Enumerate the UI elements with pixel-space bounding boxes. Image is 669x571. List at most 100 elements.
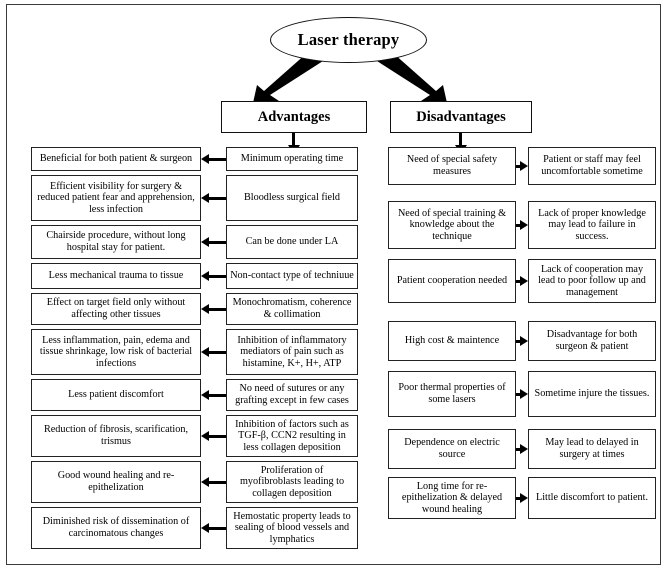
disadvantage-connector-arrowhead <box>520 219 528 230</box>
box-label: Hemostatic property leads to sealing of … <box>233 510 351 545</box>
box-label: High cost & maintence <box>404 335 500 347</box>
box-label: Monochromatism, coherence & collimation <box>232 297 352 320</box>
advantage-cause-box: Monochromatism, coherence & collimation <box>226 293 358 325</box>
box-label: Dependence on electric source <box>404 437 500 460</box>
disadvantage-connector-line <box>516 279 520 283</box>
box-label: Effect on target field only without affe… <box>46 297 186 320</box>
box-label: Sometime injure the tissues. <box>534 388 650 400</box>
disadvantage-effect-box: Lack of proper knowledge may lead to fai… <box>528 201 656 249</box>
box-label: No need of sutures or any grafting excep… <box>235 383 349 406</box>
advantage-effect-box: Beneficial for both patient & surgeon <box>31 147 201 171</box>
advantage-cause-box: Proliferation of myofibroblasts leading … <box>226 461 358 503</box>
advantage-cause-box: Hemostatic property leads to sealing of … <box>226 507 358 549</box>
box-label: Diminished risk of dissemination of carc… <box>42 516 190 539</box>
box-label: Little discomfort to patient. <box>535 492 649 504</box>
disadvantage-cause-box: Long time for re-epithelization & delaye… <box>388 477 516 519</box>
box-label: Lack of cooperation may lead to poor fol… <box>538 263 646 298</box>
disadvantage-effect-box: Lack of cooperation may lead to poor fol… <box>528 259 656 303</box>
header-advantages: Advantages <box>221 101 367 133</box>
branch-arrows <box>253 53 447 103</box>
box-label: Less inflammation, pain, edema and tissu… <box>39 334 193 369</box>
disadvantage-connector-line <box>516 164 520 168</box>
advantage-connector-line <box>209 240 226 244</box>
advantage-cause-box: Bloodless surgical field <box>226 175 358 221</box>
advantage-effect-box: Chairside procedure, without long hospit… <box>31 225 201 259</box>
diagram-frame: Laser therapy Advantages Disadvantages B… <box>6 4 661 565</box>
disadvantage-effect-box: Sometime injure the tissues. <box>528 371 656 417</box>
disadvantage-cause-box: High cost & maintence <box>388 321 516 361</box>
disadvantage-connector-line <box>516 392 520 396</box>
disadvantage-connector-line <box>516 447 520 451</box>
header-disadvantages: Disadvantages <box>390 101 532 133</box>
disadvantage-cause-box: Poor thermal properties of some lasers <box>388 371 516 417</box>
advantage-connector-line <box>209 393 226 397</box>
connector-advantages-down <box>292 133 295 147</box>
advantage-cause-box: No need of sutures or any grafting excep… <box>226 379 358 411</box>
disadvantage-connector-arrowhead <box>520 335 528 346</box>
box-label: Less patient discomfort <box>68 389 164 401</box>
advantage-connector-arrowhead <box>201 476 209 487</box>
advantage-cause-box: Minimum operating time <box>226 147 358 171</box>
advantage-connector-line <box>209 434 226 438</box>
disadvantage-connector-line <box>516 339 520 343</box>
advantage-effect-box: Good wound healing and re-epithelization <box>31 461 201 503</box>
advantage-effect-box: Less inflammation, pain, edema and tissu… <box>31 329 201 375</box>
box-label: Lack of proper knowledge may lead to fai… <box>538 207 646 242</box>
advantage-effect-box: Effect on target field only without affe… <box>31 293 201 325</box>
root-node-laser-therapy: Laser therapy <box>270 17 427 63</box>
advantage-cause-box: Can be done under LA <box>226 225 358 259</box>
advantage-connector-arrowhead <box>201 236 209 247</box>
advantage-connector-line <box>209 350 226 354</box>
box-label: Poor thermal properties of some lasers <box>398 382 506 405</box>
box-label: Patient cooperation needed <box>396 275 508 287</box>
advantage-cause-box: Inhibition of inflammatory mediators of … <box>226 329 358 375</box>
disadvantage-cause-box: Need of special training & knowledge abo… <box>388 201 516 249</box>
disadvantage-effect-box: May lead to delayed in surgery at times <box>528 429 656 469</box>
box-label: Need of special training & knowledge abo… <box>397 207 507 242</box>
box-label: Inhibition of inflammatory mediators of … <box>237 334 347 369</box>
box-label: Need of special safety measures <box>406 154 498 177</box>
advantage-cause-box: Non-contact type of techniuue <box>226 263 358 289</box>
advantage-connector-arrowhead <box>201 346 209 357</box>
advantage-connector-arrowhead <box>201 389 209 400</box>
advantage-effect-box: Efficient visibility for surgery & reduc… <box>31 175 201 221</box>
box-label: Can be done under LA <box>245 236 339 248</box>
advantage-connector-line <box>209 307 226 311</box>
disadvantage-connector-arrowhead <box>520 388 528 399</box>
disadvantage-connector-arrowhead <box>520 160 528 171</box>
box-label: Good wound healing and re-epithelization <box>57 470 175 493</box>
box-label: Bloodless surgical field <box>243 192 340 204</box>
disadvantage-connector-arrowhead <box>520 443 528 454</box>
advantage-connector-arrowhead <box>201 153 209 164</box>
advantage-effect-box: Less mechanical trauma to tissue <box>31 263 201 289</box>
advantage-cause-box: Inhibition of factors such as TGF-β, CCN… <box>226 415 358 457</box>
box-label: Proliferation of myofibroblasts leading … <box>239 464 345 499</box>
disadvantage-cause-box: Dependence on electric source <box>388 429 516 469</box>
box-label: Long time for re-epithelization & delaye… <box>401 480 503 515</box>
connector-disadvantages-down <box>459 133 462 147</box>
box-label: Beneficial for both patient & surgeon <box>39 153 193 165</box>
disadvantage-cause-box: Need of special safety measures <box>388 147 516 185</box>
disadvantage-effect-box: Disadvantage for both surgeon & patient <box>528 321 656 361</box>
box-label: Less mechanical trauma to tissue <box>48 270 184 282</box>
advantage-connector-arrowhead <box>201 522 209 533</box>
box-label: Inhibition of factors such as TGF-β, CCN… <box>235 418 349 453</box>
disadvantage-effect-box: Patient or staff may feel uncomfortable … <box>528 147 656 185</box>
advantage-connector-line <box>209 196 226 200</box>
advantage-connector-line <box>209 274 226 278</box>
advantage-effect-box: Less patient discomfort <box>31 379 201 411</box>
disadvantage-connector-arrowhead <box>520 492 528 503</box>
disadvantage-connector-line <box>516 496 520 500</box>
advantage-effect-box: Reduction of fibrosis, scarification, tr… <box>31 415 201 457</box>
advantage-effect-box: Diminished risk of dissemination of carc… <box>31 507 201 549</box>
box-label: Chairside procedure, without long hospit… <box>46 230 186 253</box>
advantage-connector-line <box>209 480 226 484</box>
advantage-connector-arrowhead <box>201 430 209 441</box>
box-label: Reduction of fibrosis, scarification, tr… <box>43 424 188 447</box>
disadvantage-connector-line <box>516 223 520 227</box>
disadvantage-cause-box: Patient cooperation needed <box>388 259 516 303</box>
disadvantage-connector-arrowhead <box>520 275 528 286</box>
box-label: Non-contact type of techniuue <box>230 270 354 282</box>
advantage-connector-line <box>209 157 226 161</box>
advantage-connector-arrowhead <box>201 192 209 203</box>
